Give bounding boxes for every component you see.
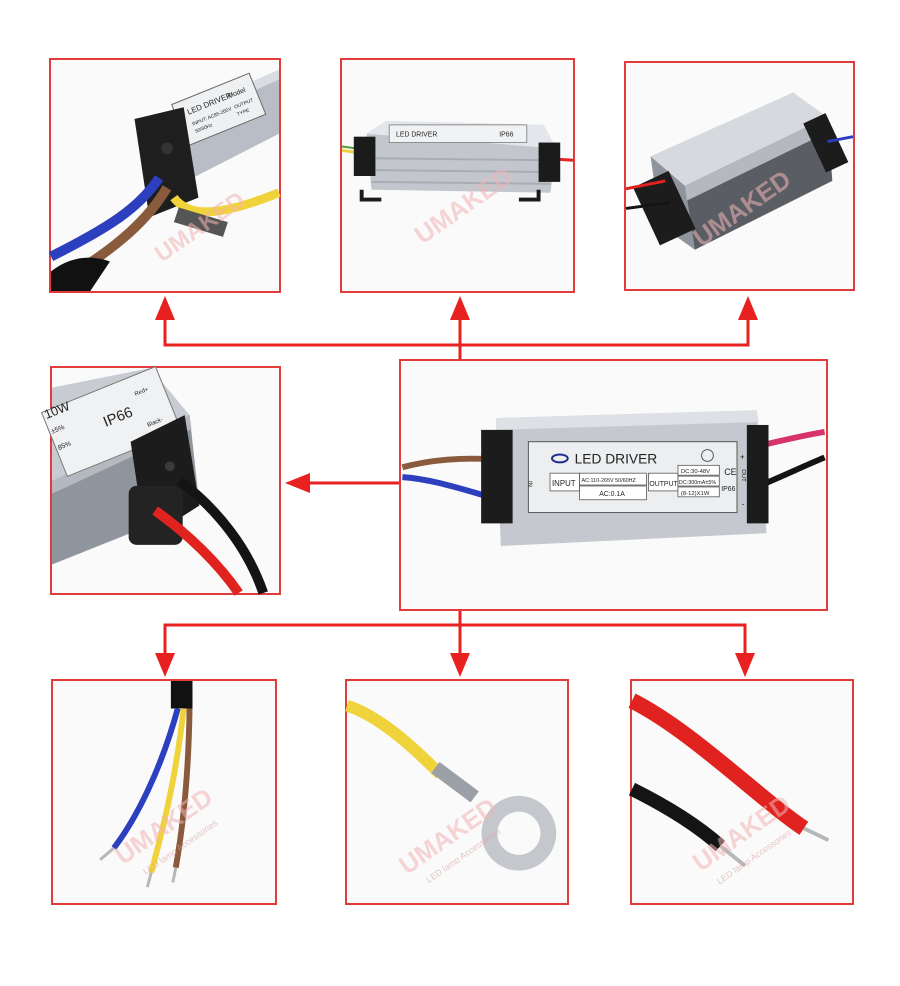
connector-bottom-right bbox=[460, 623, 747, 655]
photo-bottom-left: UMAKED LED lamp Accessories bbox=[51, 679, 277, 905]
ring-terminal-image: UMAKED LED lamp Accessories bbox=[345, 681, 567, 903]
arrow-down-icon bbox=[450, 653, 470, 677]
driver-top-view-image: LED DRIVER IP66 UMAKED bbox=[341, 60, 574, 291]
main-label-output-voltage: DC:30-48V bbox=[681, 469, 710, 475]
main-label-out: OUT bbox=[740, 469, 746, 482]
main-label-title: LED DRIVER bbox=[575, 451, 658, 466]
photo-bottom-right: UMAKED LED lamp Accessories bbox=[628, 679, 854, 905]
photo-center-main: LED DRIVER INPUT AC:110-265V 50/60HZ AC:… bbox=[399, 359, 828, 611]
main-label-input-spec: AC:110-265V 50/60HZ bbox=[582, 478, 637, 484]
driver-label-title: LED DRIVER bbox=[396, 132, 437, 139]
driver-label-black: Black- bbox=[147, 417, 164, 429]
photo-mid-left: 10W ±5% 85% IP66 Red+ Black- bbox=[40, 365, 281, 596]
driver-label-red: Red+ bbox=[134, 387, 150, 398]
main-label-ip: IP66 bbox=[721, 486, 735, 493]
arrow-up-icon bbox=[155, 296, 175, 320]
main-label-ce: CE bbox=[724, 467, 736, 477]
connector-top-left bbox=[163, 318, 462, 359]
driver-label-ip: IP66 bbox=[499, 132, 513, 139]
driver-output-end-image: 10W ±5% 85% IP66 Red+ Black- bbox=[40, 365, 279, 596]
photo-bottom-center: UMAKED LED lamp Accessories bbox=[345, 679, 569, 905]
arrow-left-icon bbox=[285, 473, 310, 493]
main-label-output-current: DC:300mA±5% bbox=[679, 480, 716, 486]
main-label-output-config: (8-12)X1W bbox=[681, 491, 710, 497]
output-wires-image: UMAKED LED lamp Accessories bbox=[628, 681, 852, 903]
photo-top-left: LED DRIVER Model INPUT: AC85-265V OUTPUT… bbox=[48, 58, 281, 293]
driver-label-efficiency: 85% bbox=[57, 440, 72, 452]
arrow-down-icon bbox=[735, 653, 755, 677]
ring-terminal-icon bbox=[481, 795, 557, 871]
main-label-input-current: AC:0.1A bbox=[599, 491, 625, 498]
main-label-minus: - bbox=[742, 500, 745, 509]
led-driver-main-image: LED DRIVER INPUT AC:110-265V 50/60HZ AC:… bbox=[401, 361, 826, 609]
main-label-in: IN bbox=[526, 481, 532, 487]
photo-top-center: LED DRIVER IP66 UMAKED bbox=[340, 58, 575, 293]
driver-front-view-image: LED DRIVER Model INPUT: AC85-265V OUTPUT… bbox=[48, 60, 281, 291]
main-label-input: INPUT bbox=[552, 479, 576, 488]
main-label-plus: + bbox=[740, 452, 745, 461]
arrow-up-icon bbox=[450, 296, 470, 320]
arrow-up-icon bbox=[738, 296, 758, 320]
driver-label-type: TYPE bbox=[236, 107, 251, 118]
photo-top-right: UMAKED bbox=[624, 61, 855, 291]
main-label-output: OUTPUT bbox=[649, 481, 678, 488]
connector-bottom-left bbox=[163, 611, 462, 655]
driver-label-tolerance: ±5% bbox=[50, 424, 65, 436]
connector-top-right bbox=[460, 318, 750, 347]
input-wires-image: UMAKED LED lamp Accessories bbox=[53, 681, 275, 903]
arrow-down-icon bbox=[155, 653, 175, 677]
driver-side-view-image: UMAKED bbox=[625, 63, 854, 289]
